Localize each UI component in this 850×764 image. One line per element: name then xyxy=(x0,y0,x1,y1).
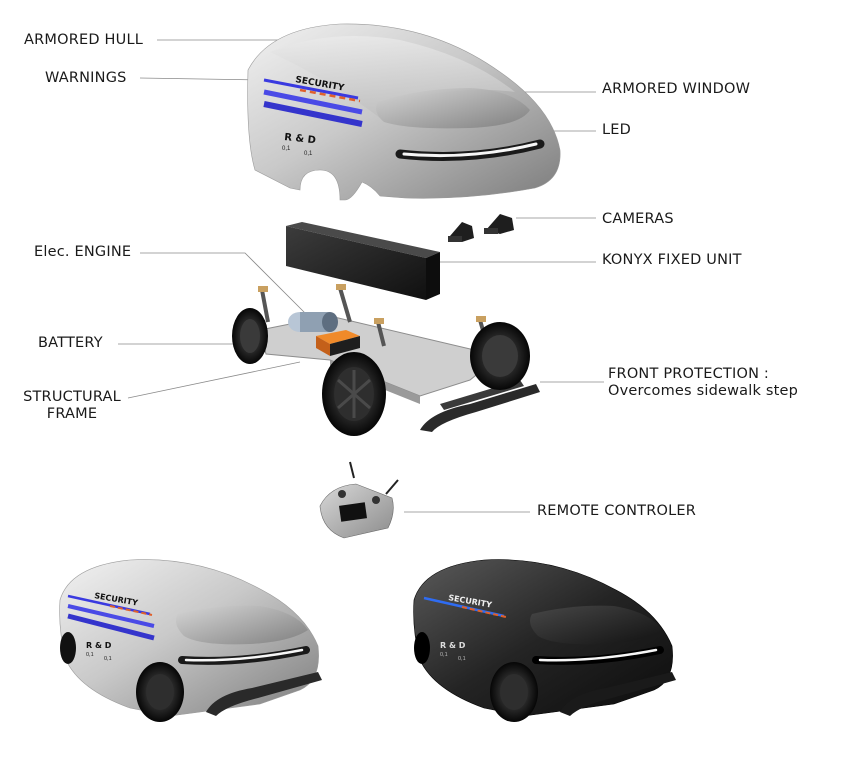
label-front-protection-line2: Overcomes sidewalk step xyxy=(608,383,799,399)
version-left: 0,1 xyxy=(282,146,291,152)
label-konyx-fixed-unit: KONYX FIXED UNIT xyxy=(602,252,742,268)
cameras xyxy=(448,214,514,242)
remote-controller xyxy=(319,461,399,539)
chassis xyxy=(232,284,540,436)
label-armored-hull: ARMORED HULL xyxy=(24,32,144,48)
label-elec-engine: Elec. ENGINE xyxy=(34,244,132,260)
label-armored-window: ARMORED WINDOW xyxy=(602,81,751,97)
label-remote-controler: REMOTE CONTROLER xyxy=(537,503,697,519)
label-warnings: WARNINGS xyxy=(45,70,127,86)
battery xyxy=(316,330,360,356)
label-battery: BATTERY xyxy=(38,335,103,351)
front-protection-bar xyxy=(420,384,540,432)
armored-hull: SECURITY R & D 0,1 0,1 xyxy=(247,23,561,201)
label-structural-frame: STRUCTURAL FRAME xyxy=(18,389,126,423)
version-right-black: 0,1 xyxy=(458,656,466,662)
electric-engine xyxy=(288,312,338,332)
version-left-silver: 0,1 xyxy=(86,652,94,658)
wheel-front-left xyxy=(322,352,386,436)
rnd-decal-black: R & D xyxy=(440,641,466,650)
assembled-vehicle-silver: SECURITY R & D 0,1 0,1 xyxy=(59,559,322,722)
rnd-decal-silver: R & D xyxy=(86,641,112,650)
label-structural-frame-line1: STRUCTURAL xyxy=(23,389,121,405)
wheel-rear-left xyxy=(232,308,268,364)
rnd-decal: R & D xyxy=(284,132,317,146)
warning-stripes xyxy=(263,78,363,127)
leader-structural-frame xyxy=(127,361,301,399)
label-structural-frame-line2: FRAME xyxy=(46,406,98,422)
leader-elec-engine xyxy=(140,252,309,317)
assembled-vehicle-black: SECURITY R & D 0,1 0,1 xyxy=(413,559,676,722)
version-left-black: 0,1 xyxy=(440,652,448,658)
armored-window xyxy=(376,88,530,129)
version-right: 0,1 xyxy=(304,151,313,157)
label-led: LED xyxy=(602,122,632,138)
leader-lines xyxy=(118,39,604,513)
version-right-silver: 0,1 xyxy=(104,656,112,662)
leader-warnings xyxy=(139,77,263,81)
label-front-protection: FRONT PROTECTION : Overcomes sidewalk st… xyxy=(608,366,798,400)
wheel-rear-right xyxy=(470,322,530,390)
label-front-protection-line1: FRONT PROTECTION : xyxy=(608,366,770,382)
konyx-fixed-unit xyxy=(286,222,440,300)
label-cameras: CAMERAS xyxy=(602,211,674,227)
